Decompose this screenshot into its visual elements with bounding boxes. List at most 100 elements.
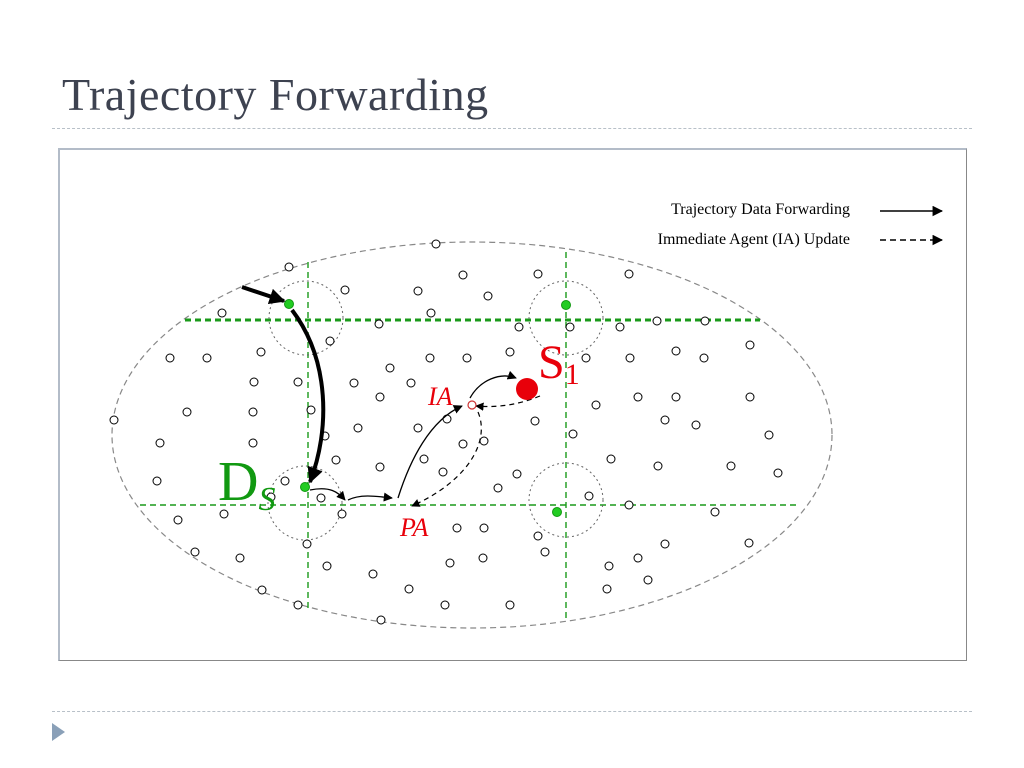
vehicle-node — [660, 415, 670, 425]
vehicle-node — [190, 547, 200, 557]
vehicle-node — [653, 461, 663, 471]
vehicle-node — [375, 392, 385, 402]
vehicle-node — [374, 319, 384, 329]
vehicle-node — [624, 269, 634, 279]
vehicle-node — [325, 336, 335, 346]
ia-update-path — [411, 395, 541, 507]
vehicle-node — [302, 539, 312, 549]
vehicle-node — [248, 438, 258, 448]
green-node — [284, 299, 294, 309]
vehicle-node — [340, 285, 350, 295]
vehicle-node — [512, 469, 522, 479]
vehicle-node — [322, 561, 332, 571]
vehicle-node — [602, 584, 612, 594]
vehicle-node — [109, 415, 119, 425]
ia-label: IA — [427, 382, 453, 411]
vehicle-node — [745, 340, 755, 350]
vehicle-node — [565, 322, 575, 332]
vehicle-node — [633, 392, 643, 402]
vehicle-node — [155, 438, 165, 448]
green-nodes — [284, 299, 571, 517]
forwarding-path — [241, 285, 517, 502]
network-boundary — [111, 241, 833, 629]
vehicle-node — [280, 476, 290, 486]
vehicle-node — [316, 493, 326, 503]
vehicle-node — [568, 429, 578, 439]
vehicle-node — [431, 239, 441, 249]
vehicle-node — [293, 600, 303, 610]
vehicle-node — [458, 439, 468, 449]
vehicle-node — [699, 353, 709, 363]
vehicle-node — [445, 558, 455, 568]
vehicle-node — [530, 416, 540, 426]
vehicle-node — [726, 461, 736, 471]
vehicle-node — [745, 392, 755, 402]
vehicle-node — [442, 414, 452, 424]
pa-label: PA — [399, 513, 429, 542]
vehicle-node — [248, 407, 258, 417]
title-divider — [52, 128, 972, 129]
legend-forwarding-label: Trajectory Data Forwarding — [671, 201, 850, 218]
ia-node — [467, 400, 477, 410]
vehicle-node — [462, 353, 472, 363]
vehicle-node — [426, 308, 436, 318]
vehicle-node — [493, 483, 503, 493]
vehicle-node — [404, 584, 414, 594]
vehicle-node — [643, 575, 653, 585]
vehicle-node — [376, 615, 386, 625]
vehicle-node — [165, 353, 175, 363]
vehicle-node — [306, 405, 316, 415]
vehicle-node — [691, 420, 701, 430]
vehicle-node — [591, 400, 601, 410]
source-node — [516, 378, 538, 400]
destination-label: DS — [218, 451, 275, 518]
vehicle-node — [349, 378, 359, 388]
green-node — [561, 300, 571, 310]
vehicle-node — [284, 262, 294, 272]
vehicle-node — [533, 531, 543, 541]
vehicle-node — [660, 539, 670, 549]
vehicle-node — [505, 600, 515, 610]
vehicle-node — [413, 286, 423, 296]
vehicle-node — [671, 392, 681, 402]
legend: Trajectory Data Forwarding Immediate Age… — [658, 201, 944, 248]
vehicle-node — [700, 316, 710, 326]
vehicle-node — [710, 507, 720, 517]
grid-lines — [140, 252, 800, 622]
vehicle-node — [540, 547, 550, 557]
vehicle-node — [615, 322, 625, 332]
vehicle-node — [584, 491, 594, 501]
vehicle-node — [419, 454, 429, 464]
vehicle-node — [479, 523, 489, 533]
vehicle-node — [406, 378, 416, 388]
vehicle-node — [671, 346, 681, 356]
source-label: S1 — [538, 336, 580, 391]
vehicle-node — [257, 585, 267, 595]
vehicle-node — [202, 353, 212, 363]
vehicle-node — [633, 553, 643, 563]
legend-ia-update-label: Immediate Agent (IA) Update — [658, 231, 850, 248]
vehicle-node — [505, 347, 515, 357]
green-node — [552, 507, 562, 517]
vehicle-node — [624, 500, 634, 510]
vehicle-node — [182, 407, 192, 417]
vehicle-node — [293, 377, 303, 387]
vehicle-node — [604, 561, 614, 571]
vehicle-node — [425, 353, 435, 363]
vehicle-node — [606, 454, 616, 464]
vehicle-node — [337, 509, 347, 519]
vehicle-node — [533, 269, 543, 279]
vehicle-node — [249, 377, 259, 387]
vehicle-node — [331, 455, 341, 465]
vehicle-node — [152, 476, 162, 486]
vehicle-node — [235, 553, 245, 563]
vehicle-node — [764, 430, 774, 440]
vehicle-nodes — [109, 239, 783, 625]
vehicle-node — [385, 363, 395, 373]
bullet-arrow-icon — [52, 723, 65, 741]
vehicle-node — [173, 515, 183, 525]
vehicle-node — [266, 492, 276, 502]
source-subscript: 1 — [565, 358, 580, 391]
vehicle-node — [452, 523, 462, 533]
vehicle-node — [483, 291, 493, 301]
